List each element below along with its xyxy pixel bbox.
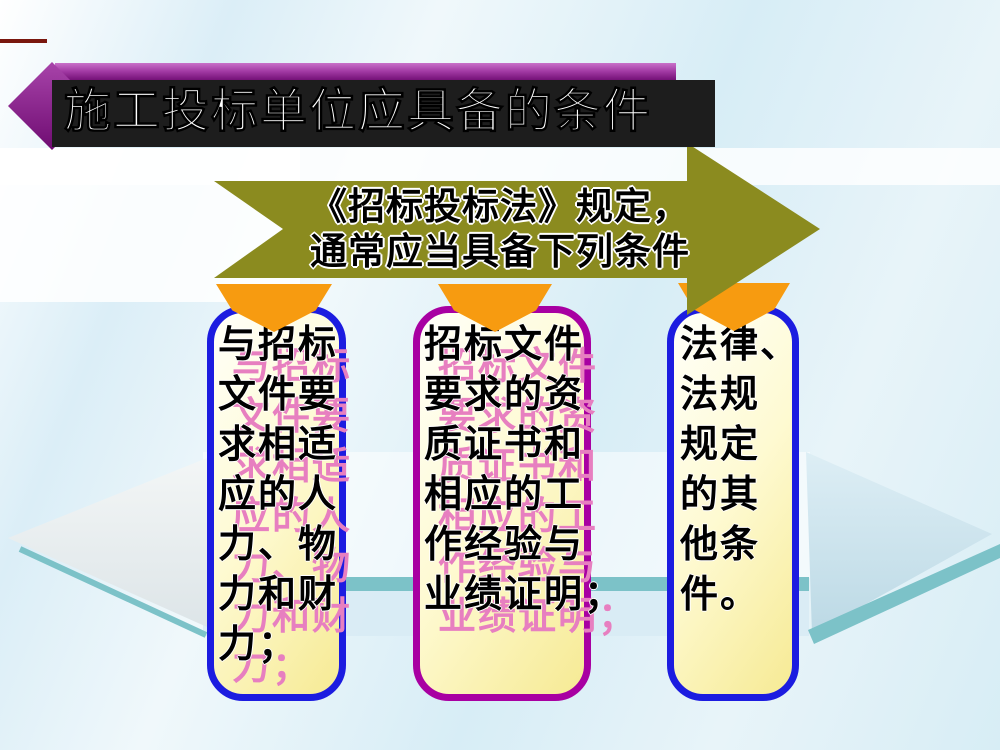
pill-2-text: 招标文件要求的资 质证书和相应的工 作经验与业绩证明； (424, 321, 625, 616)
corner-red-mark (0, 39, 47, 43)
condition-pill-3: 法律、法规 规定的其 他条件。 (667, 306, 799, 701)
right-arrow-teal-edge (808, 544, 1000, 644)
title-purple-bar (55, 63, 676, 81)
condition-pill-2: 招标文件要求的资 质证书和相应的工 作经验与业绩证明； 招标文件要求的资 质证书… (413, 306, 636, 701)
title-banner: 施工投标单位应具备的条件 (52, 80, 715, 147)
right-arrow-triangle (806, 452, 992, 634)
pill-1-echo-text: 与招标文件要 求相适应的人 力、物力和财 力； (232, 343, 353, 688)
left-arrow-teal-edge (18, 546, 208, 638)
pill-3-text: 法律、法规 规定的其 他条件。 (680, 321, 801, 616)
callout-arrow-text: 《招标投标法》规定， 通常应当具备下列条件 (285, 184, 715, 274)
slide-title: 施工投标单位应具备的条件 (64, 84, 652, 140)
callout-line-2: 通常应当具备下列条件 (310, 229, 690, 273)
callout-line-1: 《招标投标法》规定， (310, 184, 690, 228)
condition-pill-1: 与招标文件要 求相适应的人 力、物力和财 力； 与招标文件要 求相适应的人 力、… (207, 306, 350, 701)
pill-2-echo-text: 招标文件要求的资 质证书和相应的工 作经验与业绩证明； (438, 343, 639, 638)
left-arrow-triangle (8, 458, 207, 627)
pill-1-text: 与招标文件要 求相适应的人 力、物力和财 力； (218, 321, 339, 666)
